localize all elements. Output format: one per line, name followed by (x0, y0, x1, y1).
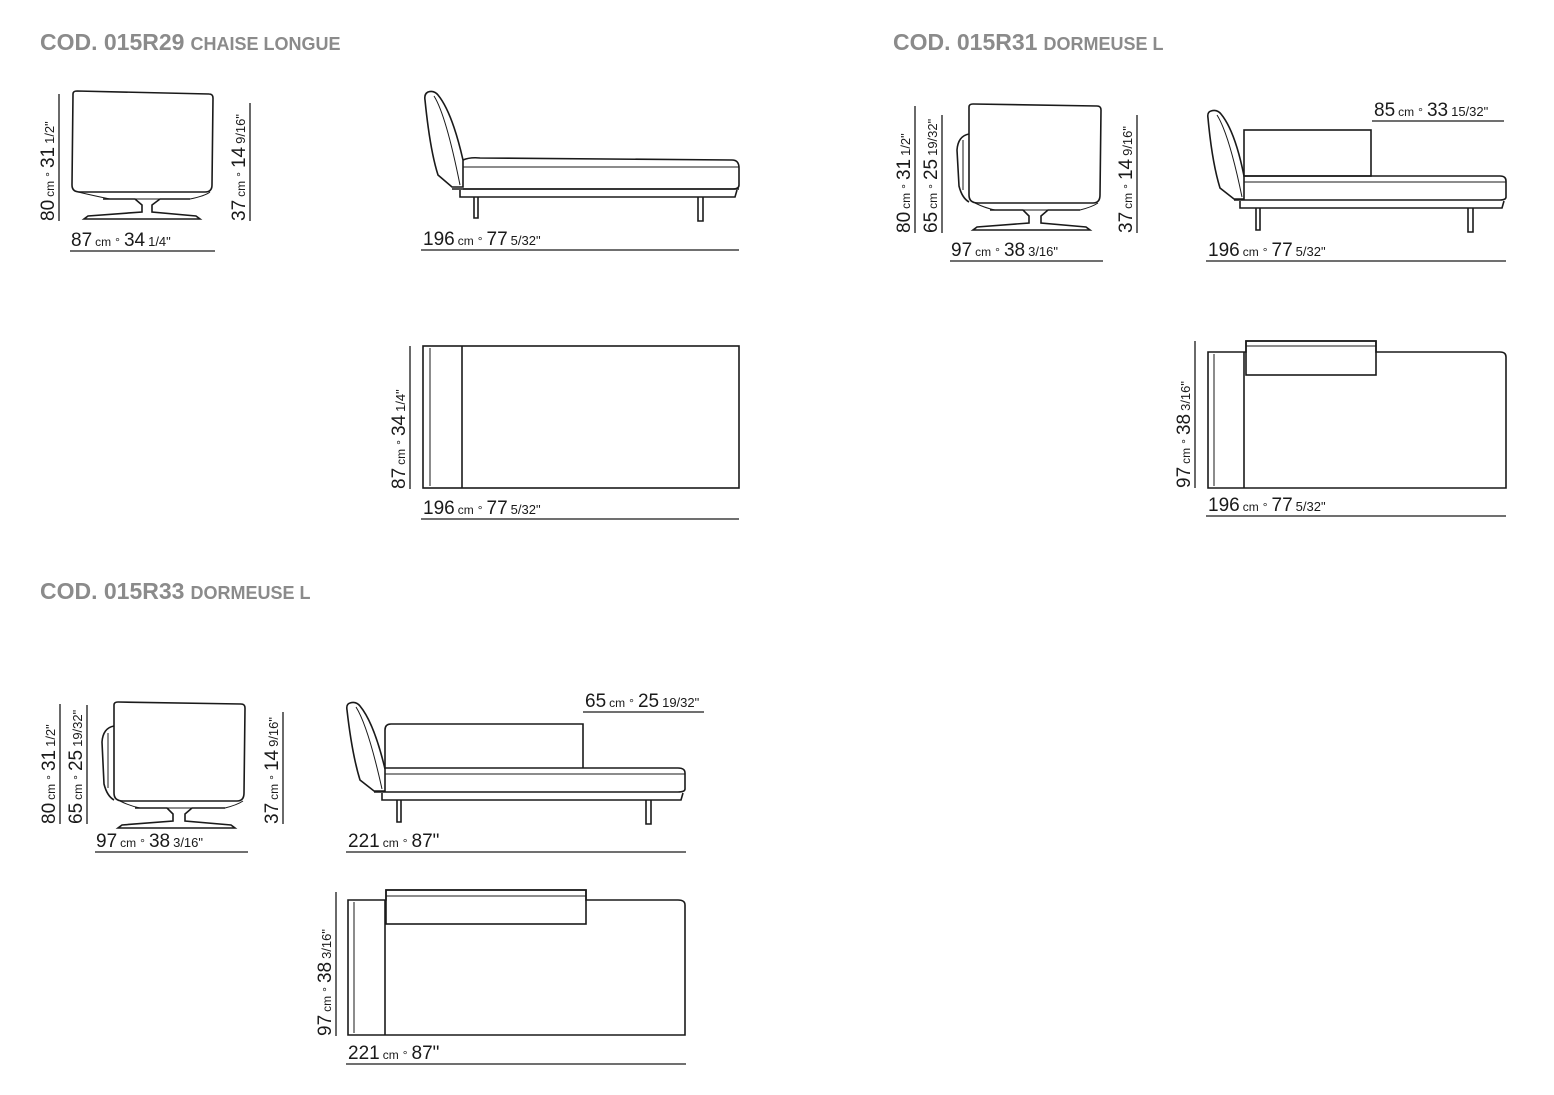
product-code: COD. 015R33 (40, 578, 185, 604)
dim-label: 65cm°2519/32" (66, 709, 87, 824)
side-view-015r29 (71, 90, 214, 220)
dim-label: 97cm°383/16" (315, 929, 336, 1036)
product-code: COD. 015R31 (893, 29, 1038, 55)
dim-015r33-height: 80cm°311/2" (39, 704, 61, 824)
dim-015r29-height: 80cm°311/2" (38, 94, 60, 221)
plan-view-015r29 (422, 345, 740, 489)
plan-view-015r33 (347, 889, 686, 1036)
dim-015r31-plan-depth: 97cm°383/16" (1174, 341, 1196, 488)
dim-015r29-plan-depth: 87cm°341/4" (389, 346, 411, 489)
dim-015r31-seat-height: 37cm°149/16" (1116, 115, 1138, 233)
plan-view-015r31 (1207, 340, 1507, 489)
product-name: DORMEUSE L (190, 583, 311, 603)
dim-label: 37cm°149/16" (262, 717, 283, 824)
side-view-015r33 (101, 701, 246, 829)
product-name: DORMEUSE L (1043, 34, 1164, 54)
dim-label: 97cm°383/16" (1174, 381, 1195, 488)
front-view-015r33 (346, 701, 686, 825)
dim-015r31-height: 80cm°311/2" (894, 106, 916, 233)
dim-label: 80cm°311/2" (39, 724, 60, 824)
dim-015r33-back-height: 65cm°2519/32" (66, 705, 88, 824)
dim-label: 80cm°311/2" (38, 121, 59, 221)
product-name: CHAISE LONGUE (190, 34, 341, 54)
dim-label: 80cm°311/2" (894, 133, 915, 233)
dim-label: 65cm°2519/32" (921, 118, 942, 233)
product-code: COD. 015R29 (40, 29, 185, 55)
front-view-015r29 (424, 90, 740, 222)
dim-label: 37cm°149/16" (1116, 126, 1137, 233)
dim-label: 87cm°341/4" (389, 389, 410, 489)
dim-015r31-back-height: 65cm°2519/32" (921, 115, 943, 233)
dim-label: 37cm°149/16" (229, 114, 250, 221)
side-view-015r31 (956, 103, 1102, 231)
dim-015r33-plan-depth: 97cm°383/16" (315, 892, 337, 1036)
dim-015r33-seat-height: 37cm°149/16" (262, 712, 284, 824)
dim-015r29-seat-height: 37cm°149/16" (229, 103, 251, 221)
front-view-015r31 (1207, 109, 1507, 233)
